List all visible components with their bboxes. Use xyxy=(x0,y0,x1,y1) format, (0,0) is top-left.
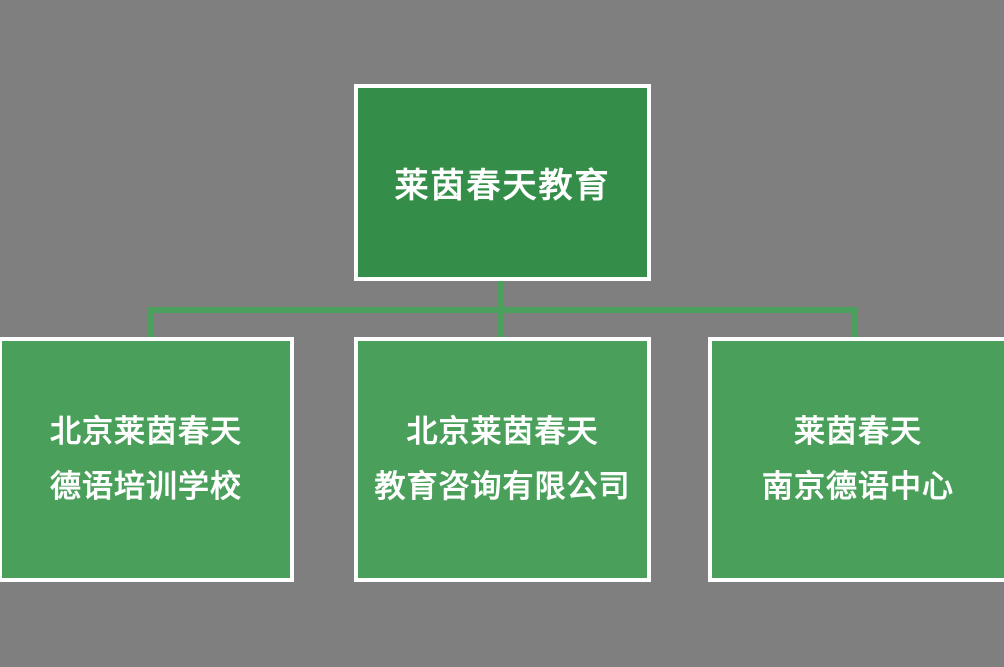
org-node-label-line: 北京莱茵春天 xyxy=(50,413,242,450)
org-node-label-line: 莱茵春天 xyxy=(794,413,922,450)
org-node-root-label: 莱茵春天教育 xyxy=(394,166,611,206)
org-node-nanjing-center: 莱茵春天 南京德语中心 xyxy=(708,337,1004,582)
org-node-beijing-company: 北京莱茵春天 教育咨询有限公司 xyxy=(354,337,651,582)
org-node-label-line: 北京莱茵春天 xyxy=(406,413,599,450)
connector-drop-left xyxy=(147,307,153,338)
org-node-beijing-school: 北京莱茵春天 德语培训学校 xyxy=(0,337,294,582)
connector-drop-right xyxy=(851,307,857,338)
org-node-root: 莱茵春天教育 xyxy=(354,84,651,281)
org-node-label-line: 德语培训学校 xyxy=(50,468,242,505)
org-node-label-line: 南京德语中心 xyxy=(762,468,954,505)
connector-horizontal-rail xyxy=(147,307,857,313)
org-node-label-line: 教育咨询有限公司 xyxy=(374,468,631,505)
